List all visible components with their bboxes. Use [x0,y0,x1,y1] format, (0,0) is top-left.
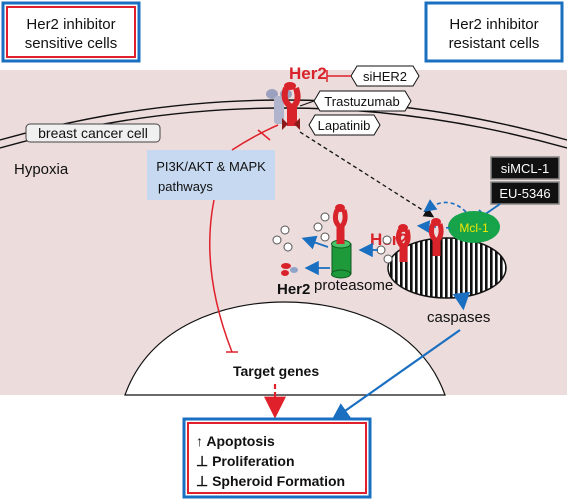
ubiquitin-release-arrow [301,235,329,250]
her2-receptor-membrane-icon [281,82,301,126]
pathway-target-line [208,199,233,353]
sihe2-tag: siHER2 [350,65,420,87]
trastuzumab-tag: Trastuzumab [313,90,412,112]
mcl1-oval [448,211,500,243]
translocation-dashed-arrow [299,131,435,218]
legend-resistant-line1: Her2 inhibitor [449,16,538,33]
lapatinib-label: Lapatinib [318,118,371,133]
mitochondrion [387,237,507,299]
caspases-label: caspases [427,309,490,326]
mcl1-label: Mcl-1 [459,221,489,235]
proteasome-label: proteasome [314,277,393,294]
simcl1-label: siMCL-1 [501,161,549,176]
target-genes-label: Target genes [233,363,319,379]
mcl1-her2-dashed-arrow [416,220,451,234]
receptor-pathway-line [231,124,279,151]
her2-proteasome-receptor-icon [332,204,348,244]
legend-resistant: Her2 inhibitor resistant cells [424,1,564,63]
her2-membrane-label: Her2 [289,64,327,83]
proteasome-ubiquitin-icons [313,212,330,242]
eu5346-box [490,181,560,205]
trastuzumab-connector [299,100,315,107]
her2-mcl1-dashed-loop [423,199,467,213]
lapatinib-bowtie-icon [282,118,300,130]
pathway-line1: PI3K/AKT & MAPK [156,159,266,174]
lapatinib-tag: Lapatinib [308,114,381,136]
released-ubiquitin-icons [272,225,293,252]
her2-fragments-icon [281,263,298,276]
simcl1-box [490,156,560,180]
trastuzumab-label: Trastuzumab [324,94,399,109]
legend-sensitive-line2: sensitive cells [25,35,118,52]
hypoxia-label: Hypoxia [14,161,69,178]
outcome-apoptosis: ↑ Apoptosis [196,433,275,449]
her2-degraded-label: Her2 [277,281,310,298]
her2-mito-receptor-icon-2 [428,218,444,256]
legend-resistant-line2: resistant cells [449,35,540,52]
outcome-proliferation: ⊥ Proliferation [196,453,295,469]
nucleus [124,301,446,396]
eu5346-label: EU-5346 [499,186,550,201]
pathway-box [147,150,275,200]
outcome-spheroid: ⊥ Spheroid Formation [196,473,345,489]
legend-sensitive: Her2 inhibitor sensitive cells [1,1,141,63]
mito-caspase-arrow [452,291,471,311]
caspase-outcome-arrow [331,329,461,421]
legend-sensitive-line1: Her2 inhibitor [26,16,115,33]
proteasome-barrel [331,243,352,275]
receptor-pathway-bar [257,129,271,141]
cell-label: breast cancer cell [38,125,148,141]
outcome-box: ↑ Apoptosis ⊥ Proliferation ⊥ Spheroid F… [182,417,372,499]
cell-label-box [25,123,161,143]
sihe2-label: siHER2 [363,69,407,84]
pathway-line2: pathways [158,179,213,194]
proteasome-bottom [331,269,351,279]
her2-mito-receptor-icon-1 [395,224,411,262]
